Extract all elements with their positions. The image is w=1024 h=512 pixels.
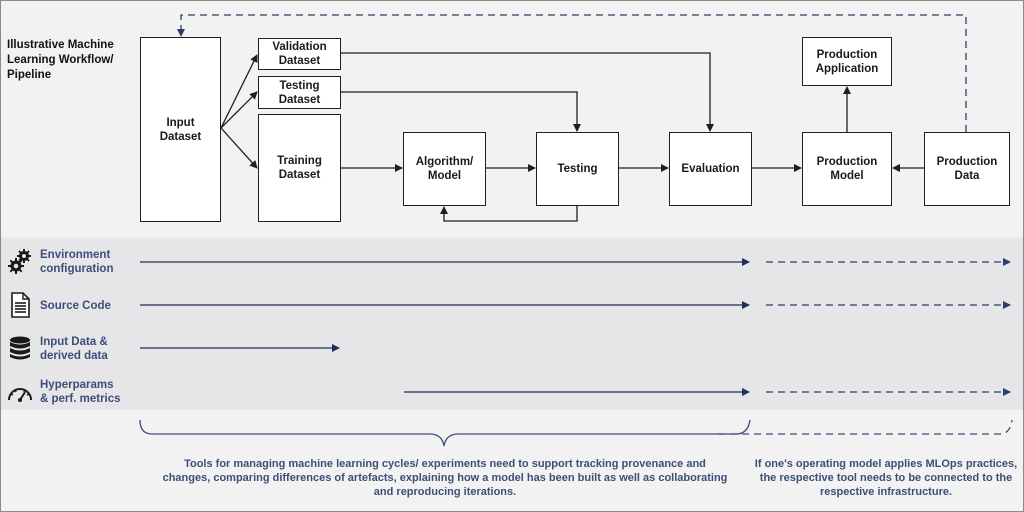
dashed-feedback-to-input	[177, 14, 967, 132]
tracking-band	[1, 238, 1023, 410]
validation-dataset-box: Validation Dataset	[258, 38, 341, 70]
gauge-icon	[8, 388, 32, 402]
arrow-testing-dataset-to-testing	[341, 91, 581, 132]
production-model-box: Production Model	[802, 132, 892, 206]
evaluation-box: Evaluation	[669, 132, 752, 206]
mlops-note: If one's operating model applies MLOps p…	[754, 458, 1018, 498]
testing-box: Testing	[536, 132, 619, 206]
hyperparams-label: Hyperparams & perf. metrics	[40, 379, 121, 405]
algorithm-model-box: Algorithm/ Model	[403, 132, 486, 206]
arrow-to-validation	[220, 54, 258, 129]
mlops-brace	[718, 419, 1013, 435]
production-data-box: Production Data	[924, 132, 1010, 206]
arrow-to-training	[220, 127, 258, 169]
notes-band	[1, 410, 1023, 511]
document-icon	[11, 292, 30, 318]
diagram-title: Illustrative Machine Learning Workflow/ …	[7, 39, 114, 81]
database-icon	[10, 336, 30, 360]
env-config-label: Environment configuration	[40, 249, 114, 275]
tools-brace	[139, 419, 751, 447]
input-dataset-box: Input Dataset	[140, 37, 221, 222]
production-application-box: Production Application	[802, 37, 892, 86]
testing-dataset-box: Testing Dataset	[258, 76, 341, 109]
arrow-testing-feedback	[440, 206, 578, 222]
input-data-label: Input Data & derived data	[40, 336, 108, 362]
arrow-validation-to-evaluation	[341, 52, 714, 132]
source-code-label: Source Code	[40, 300, 111, 312]
tools-note: Tools for managing machine learning cycl…	[162, 458, 728, 498]
arrow-to-testing-dataset	[220, 91, 258, 129]
gears-icon	[8, 249, 31, 274]
training-dataset-box: Training Dataset	[258, 114, 341, 222]
